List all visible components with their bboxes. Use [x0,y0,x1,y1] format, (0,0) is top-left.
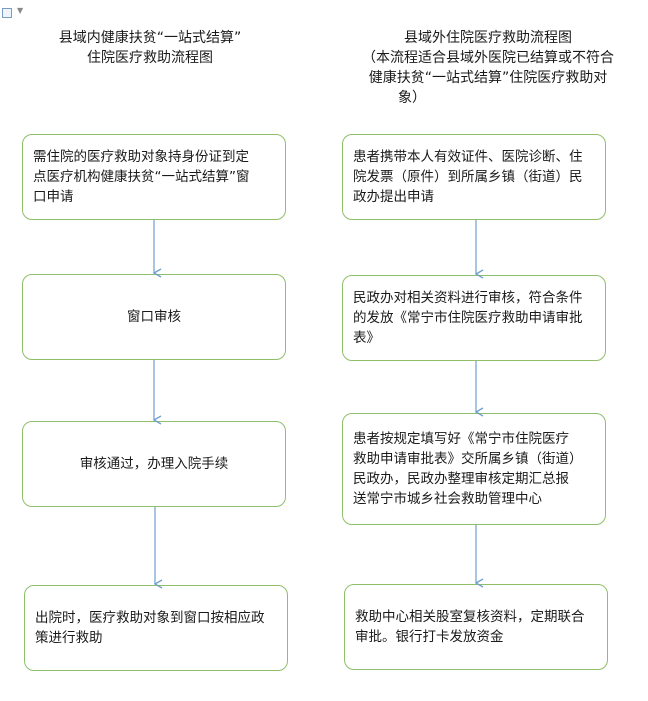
left-flow-title: 县域内健康扶贫“一站式结算” 住院医疗救助流程图 [58,30,242,66]
document-icon [2,8,12,18]
left-step-4: 出院时，医疗救助对象到窗口按相应政 策进行救助 [24,585,288,671]
left-step-1: 需住院的医疗救助对象持身份证到定 点医疗机构健康扶贫“一站式结算”窗 口申请 [22,134,286,220]
left-step-3: 审核通过，办理入院手续 [22,421,286,507]
right-step-3: 患者按规定填写好《常宁市住院医疗 救助申请审批表》交所属乡镇（街道） 民政办，民… [342,413,606,525]
right-step-1: 患者携带本人有效证件、医院诊断、住 院发票（原件）到所属乡镇（街道）民 政办提出… [342,134,606,220]
right-step-4: 救助中心相关股室复核资料，定期联合 审批。银行打卡发放资金 [344,584,608,670]
right-flow-title: 县域外住院医疗救助流程图 （本流程适合县域外医院已结算或不符合 健康扶贫“一站式… [362,30,614,106]
right-step-2: 民政办对相关资料进行审核，符合条件 的发放《常宁市住院医疗救助申请审批 表》 [342,275,606,361]
dropdown-arrow-icon: ▼ [17,6,24,15]
left-step-2: 窗口审核 [22,274,286,360]
